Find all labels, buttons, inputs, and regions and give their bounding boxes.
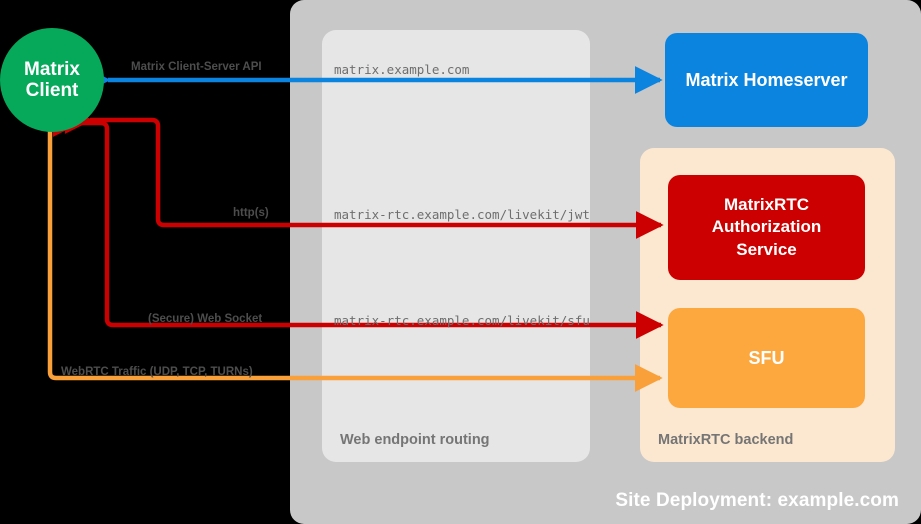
client-label-line1: Matrix bbox=[24, 58, 80, 80]
client-label-line2: Client bbox=[25, 80, 79, 101]
wire-label-matrix-client-server-api: Matrix Client-Server API bbox=[131, 61, 262, 73]
endpoint-label-livekit-sfu: matrix-rtc.example.com/livekit/sfu bbox=[334, 313, 590, 328]
node-matrix-client-label: Matrix Client bbox=[24, 59, 80, 102]
auth-label-line2: Authorization bbox=[711, 217, 822, 237]
node-sfu[interactable]: SFU bbox=[668, 308, 865, 408]
auth-label-line1: MatrixRTC bbox=[723, 195, 809, 215]
node-matrixrtc-authorization-service[interactable]: MatrixRTC Authorization Service bbox=[668, 175, 865, 280]
node-matrix-homeserver-label: Matrix Homeserver bbox=[685, 69, 848, 90]
node-auth-label: MatrixRTC Authorization Service bbox=[712, 194, 822, 260]
wire-label-secure-web-socket: (Secure) Web Socket bbox=[148, 313, 263, 325]
node-matrix-client[interactable]: Matrix Client bbox=[0, 28, 104, 132]
web-endpoint-routing-label: Web endpoint routing bbox=[340, 432, 490, 448]
auth-label-line3: Service bbox=[736, 239, 797, 259]
node-matrix-homeserver[interactable]: Matrix Homeserver bbox=[665, 33, 868, 127]
site-deployment-label: Site Deployment: example.com bbox=[615, 490, 899, 511]
web-endpoint-routing-zone: Web endpoint routing bbox=[322, 30, 590, 462]
wire-label-http: http(s) bbox=[233, 207, 269, 219]
wire-label-webrtc-traffic: WebRTC Traffic (UDP, TCP, TURNs) bbox=[61, 366, 253, 378]
matrixrtc-backend-label: MatrixRTC backend bbox=[658, 432, 794, 448]
endpoint-label-livekit-jwt: matrix-rtc.example.com/livekit/jwt bbox=[334, 207, 590, 222]
endpoint-label-matrix: matrix.example.com bbox=[334, 62, 470, 77]
node-sfu-label: SFU bbox=[748, 347, 785, 368]
